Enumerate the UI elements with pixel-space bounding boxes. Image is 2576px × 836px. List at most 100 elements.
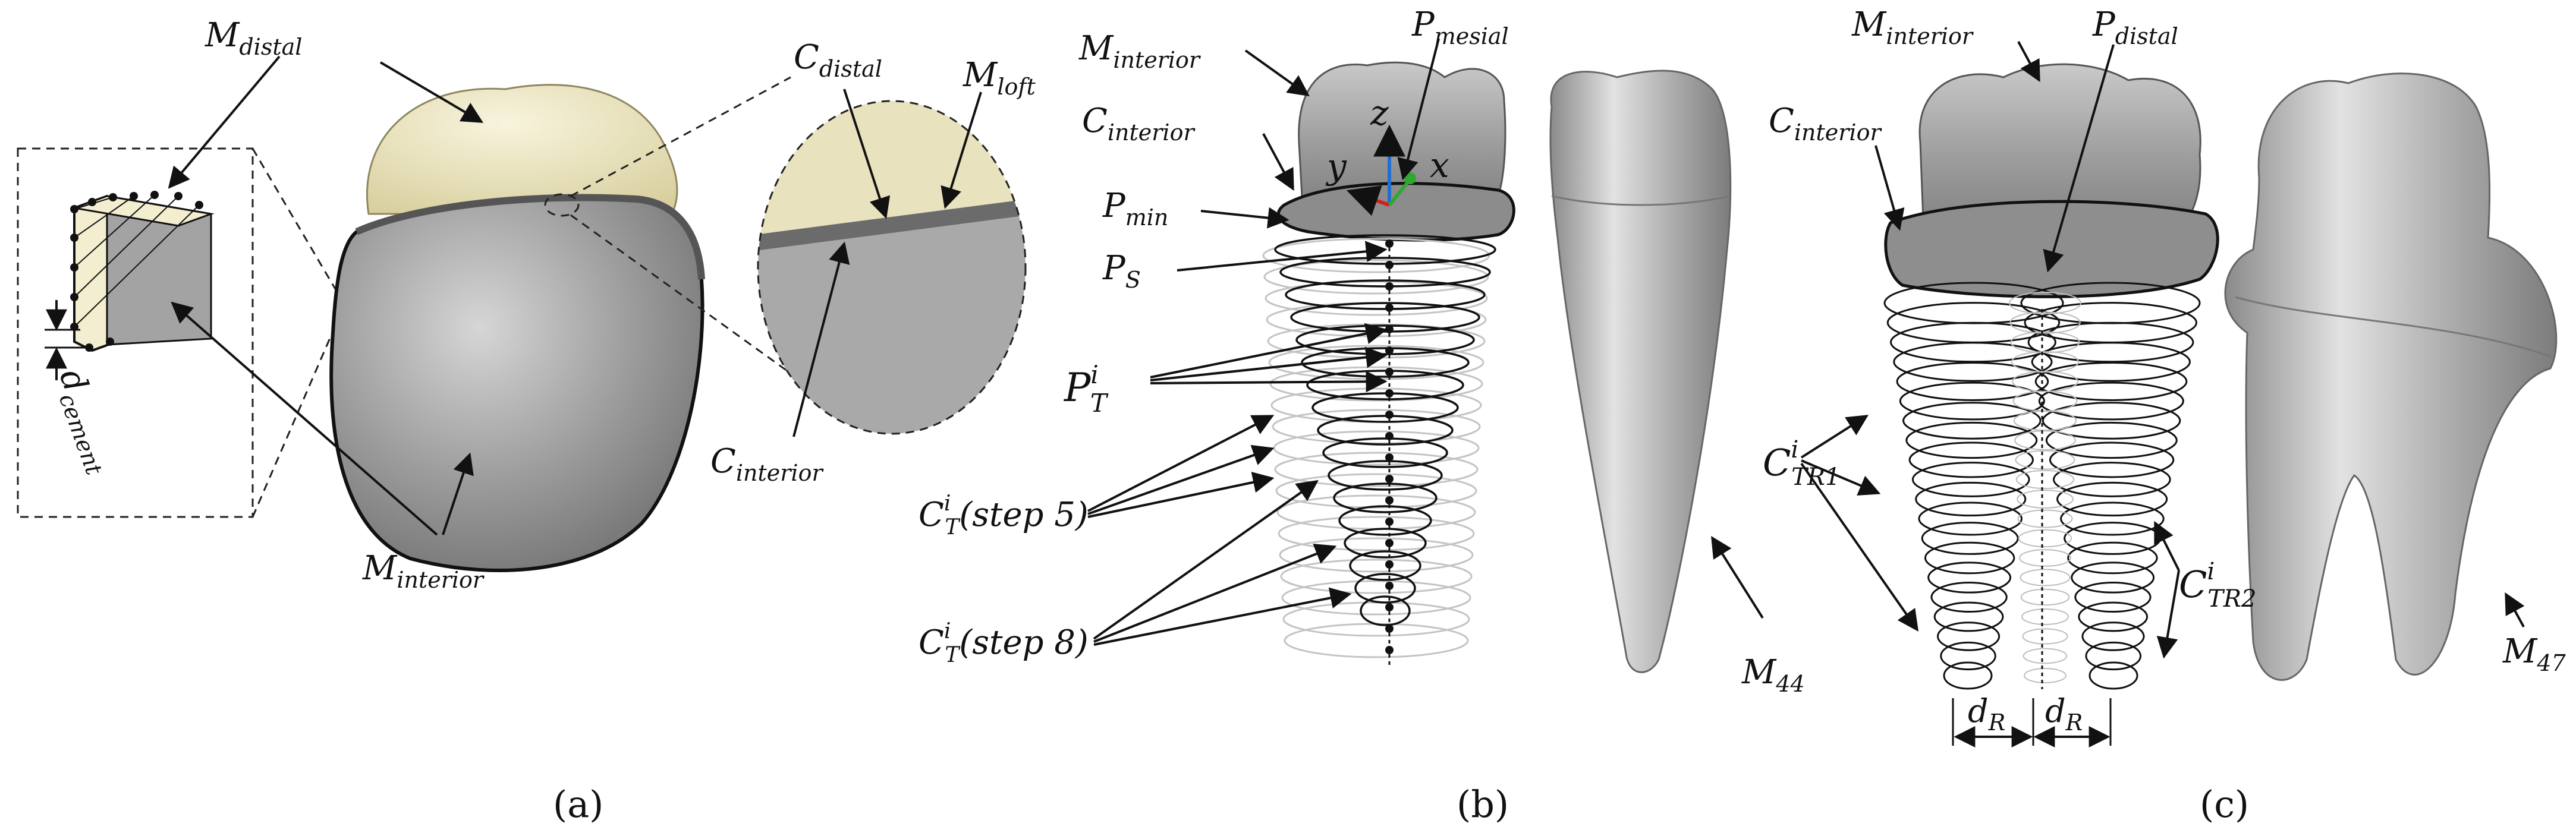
tr1-contour (1890, 321, 2056, 363)
label-m-interior: Minterior (362, 549, 485, 593)
axis-y-label: y (1325, 146, 1347, 187)
ghost-contour (1279, 537, 1474, 573)
contour-ring (1344, 528, 1427, 559)
inset-box (17, 147, 254, 518)
caption-a: (a) (553, 783, 603, 826)
tr1-contour (1936, 622, 2001, 651)
tr1-contour (1933, 601, 2004, 632)
tr2-contour (2085, 641, 2142, 671)
interior-contour-b (1276, 182, 1515, 242)
inset-connector-top (251, 148, 337, 291)
tr1-contour (1911, 462, 2030, 497)
arrow-m-interior-crown (442, 452, 474, 535)
label-c-distal: Cdistal (794, 38, 882, 82)
contour-ring (1328, 460, 1443, 491)
arrow-p-t-2 (1150, 346, 1388, 381)
tooth-m44-cej (1551, 195, 1731, 206)
contour-ring (1311, 392, 1459, 423)
tr1-contour (1927, 561, 2012, 594)
arrow-m-interior-b (1244, 49, 1310, 97)
tooth-m44 (1549, 70, 1732, 673)
mid-ghost-contour (2009, 311, 2081, 334)
tr1-contour (1943, 661, 1993, 690)
interior-surface (329, 195, 704, 572)
arrow-p-t-1 (1150, 323, 1388, 378)
label-d-cement: dcement (46, 364, 124, 479)
label-c-interior-c: Cinterior (1769, 102, 1882, 146)
contour-ring (1322, 437, 1448, 468)
cement-top-face (71, 195, 215, 227)
tr2-contour (2067, 541, 2158, 575)
ghost-contour (1275, 473, 1477, 509)
tr1-contour (1908, 441, 2034, 478)
arrow-c-tr2-2 (2156, 570, 2180, 659)
arrow-c-t5-2 (1087, 444, 1275, 515)
origin-point (1404, 172, 1416, 184)
arrow-c-interior (792, 241, 850, 437)
tr2-contour (2064, 522, 2162, 555)
contour-ring (1338, 505, 1432, 536)
tr2-contour (2074, 581, 2152, 613)
panel-b: z y x Minterior Pmesial Cinterior Pmin P… (919, 5, 1805, 826)
label-p-min: Pmin (1102, 187, 1168, 231)
crown-c (1918, 63, 2201, 221)
axis-x-label: x (1430, 145, 1449, 185)
tr2-contour (2081, 622, 2145, 651)
caption-b: (b) (1457, 783, 1509, 826)
inset-connector-bottom (251, 324, 337, 518)
arrow-c-t5-1 (1087, 415, 1275, 512)
label-d-r-left: dR (1968, 692, 2005, 736)
arrow-p-mesial (1397, 38, 1440, 181)
detail-marker (544, 193, 580, 217)
label-m-loft: Mloft (963, 56, 1036, 100)
tr2-contour (2034, 362, 2188, 401)
label-p-distal: Pdistal (2092, 5, 2178, 49)
arrow-p-distal (2043, 44, 2115, 273)
label-d-r-right: dR (2045, 692, 2083, 736)
tr1-contour (1893, 342, 2053, 382)
mid-ghost-contour (2017, 490, 2074, 509)
tr2-contour (2027, 321, 2194, 363)
label-m-interior-c: Minterior (1851, 5, 1974, 49)
label-m-47: M47 (2502, 632, 2566, 676)
tr2-contour (2038, 381, 2184, 421)
arrow-c-tr1-2 (1801, 459, 1881, 496)
tr2-contour (2071, 561, 2155, 594)
mid-ghost-contour (2013, 410, 2077, 431)
tr1-contour (1918, 501, 2023, 536)
tr1-contour (1924, 541, 2015, 575)
caption-c: (c) (2200, 783, 2249, 826)
tr1-contour (1905, 421, 2038, 459)
mid-ghost-contour (2019, 549, 2071, 567)
ghost-contour-stack-c (2009, 292, 2081, 683)
contour-ring (1285, 279, 1486, 310)
tr1-contour (1921, 522, 2019, 555)
tr1-contour (1930, 581, 2008, 613)
distal-crown-surface (366, 84, 678, 215)
tr2-contour (2089, 661, 2138, 690)
mid-ghost-contour (2010, 331, 2080, 354)
interior-contour-c (1884, 200, 2219, 298)
mid-ghost-contour (2018, 529, 2072, 548)
mid-ghost-contour (2024, 668, 2067, 683)
ghost-contour (1278, 516, 1475, 551)
contour-ring (1333, 482, 1438, 513)
mid-ghost-contour (2022, 628, 2068, 645)
arrow-m44 (1711, 535, 1764, 619)
arrow-m-distal-inset (168, 55, 281, 189)
tr2-contour (2042, 402, 2181, 440)
ghost-contour (1262, 238, 1490, 273)
contour-stack-tr1 (1883, 282, 2064, 690)
contour-ring (1317, 415, 1454, 446)
zoom-circle-outline (757, 100, 1027, 435)
arrow-m-distal-crown (379, 61, 484, 123)
ghost-contour (1274, 452, 1479, 487)
arrow-c-t8-2 (1093, 544, 1337, 643)
arrow-c-t8-3 (1093, 587, 1352, 646)
